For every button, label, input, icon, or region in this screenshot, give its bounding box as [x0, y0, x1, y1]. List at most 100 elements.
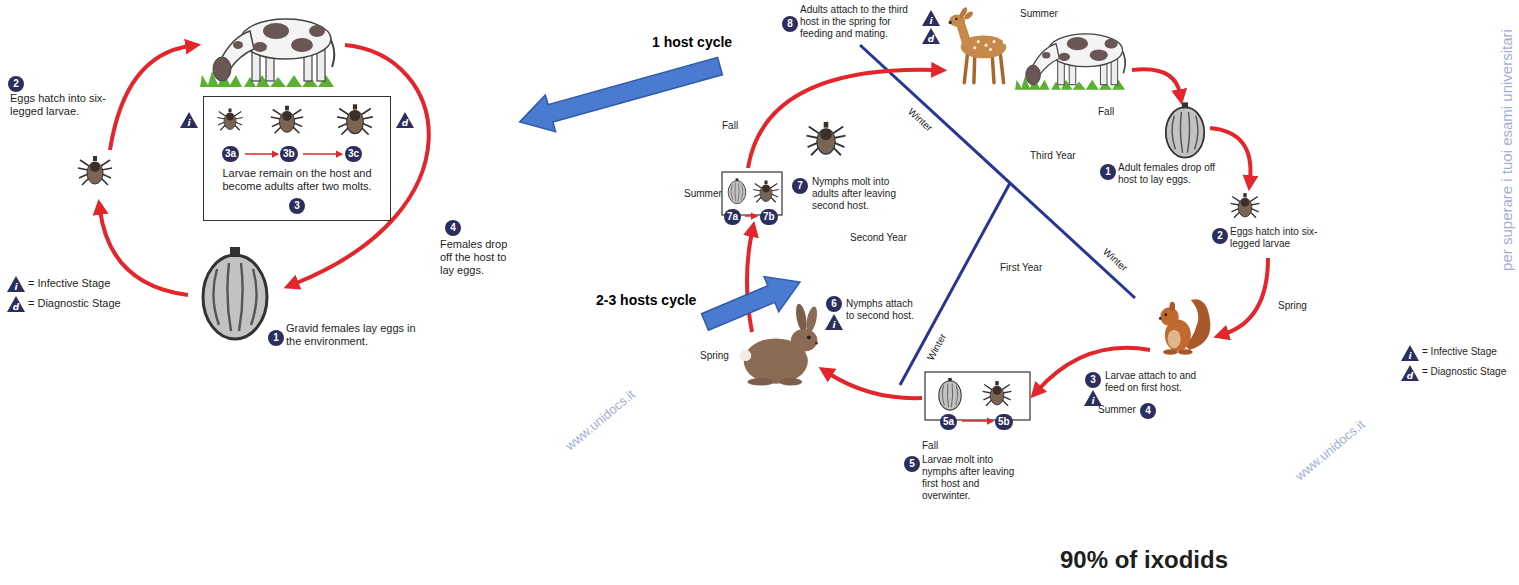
cycle-arrows [100, 45, 1268, 398]
stage-note: Gravid females lay eggs in the environme… [286, 322, 421, 348]
molt-arrow [962, 420, 989, 422]
stage-marker: d [922, 28, 940, 44]
cycle-arrow [748, 70, 936, 168]
callout-number: 5a [940, 414, 957, 430]
stage-marker: i [1084, 390, 1102, 406]
engorged-larva-drawing [939, 378, 961, 410]
tick-drawings [78, 102, 1259, 410]
box-text: Larvae remain on the host and become adu… [212, 167, 382, 193]
stage-note: Nymphs attach to second host. [846, 298, 920, 322]
callout-number: 6 [826, 296, 842, 312]
stage-note: Eggs hatch into six-legged larvae [1230, 226, 1322, 250]
stage-marker: d [1401, 365, 1419, 381]
adult-drawing [337, 104, 373, 134]
stage-note: Eggs hatch into six-legged larvae. [10, 92, 120, 118]
stage-note: Adult females drop off host to lay eggs. [1118, 162, 1226, 186]
season-label: Second Year [850, 232, 907, 244]
cow-drawing [200, 19, 334, 87]
callout-number: 7b [760, 209, 778, 225]
stage-marker: i [922, 10, 940, 26]
stage-marker: d [7, 296, 25, 312]
season-label: Summer [1020, 8, 1058, 20]
callout-number: 4 [1140, 403, 1156, 419]
season-label: Spring [700, 350, 729, 362]
molt-arrow [303, 153, 338, 155]
year-line [900, 183, 1010, 385]
squirrel-drawing [1159, 299, 1211, 354]
pointer-arrow [698, 265, 808, 340]
callout-number: 7 [792, 178, 808, 194]
callout-number: 3a [222, 146, 239, 162]
callout-number: 4 [445, 220, 461, 236]
cycle-arrow [100, 210, 188, 295]
callout-number: 2 [8, 76, 24, 92]
stage-marker: i [1401, 345, 1419, 361]
stage-marker: d [396, 112, 414, 128]
legend-text: = Infective Stage [1422, 346, 1497, 357]
season-label: Third Year [1030, 150, 1076, 162]
molt-arrow [245, 153, 274, 155]
deer-drawing [949, 6, 1010, 83]
legend-text: = Infective Stage [28, 277, 110, 289]
cow-drawing [1015, 34, 1125, 90]
callout-number: 1 [268, 330, 284, 346]
rabbit-drawing [740, 303, 819, 386]
cycle-arrow [1224, 258, 1268, 334]
gravid-female-drawing [203, 247, 267, 339]
cycle-arrow [1210, 128, 1251, 180]
molt-arrow [745, 215, 753, 217]
cycle-arrow [294, 45, 429, 284]
cycle-label: 2-3 hosts cycle [596, 292, 696, 308]
note-label: 90% of ixodids [1060, 546, 1228, 574]
season-label: Fall [1098, 106, 1114, 118]
year-lines [860, 45, 1135, 385]
cycle-arrow [110, 46, 190, 150]
nymph-drawing [271, 106, 303, 134]
callout-number: 8 [782, 16, 798, 32]
stage-marker: i [825, 314, 843, 330]
stage-note: Females drop off the host to lay eggs. [440, 238, 522, 277]
stage-note: Larvae attach to and feed on first host. [1105, 370, 1217, 394]
watermark: www.unidocs.it [1292, 417, 1368, 484]
pointer-arrow [515, 48, 726, 141]
year-line [860, 45, 1135, 298]
cycle-label: 1 host cycle [652, 34, 732, 50]
larva-drawing [1231, 193, 1260, 218]
callout-number: 1 [1100, 164, 1116, 180]
adult-drawing [806, 122, 845, 155]
legend-text: = Diagnostic Stage [1422, 366, 1506, 377]
callout-number: 7a [724, 209, 741, 225]
cycle-arrow [747, 232, 752, 332]
stage-marker: i [180, 112, 198, 128]
callout-number: 5b [995, 414, 1013, 430]
season-label: Fall [922, 440, 938, 452]
stage-note: Adults attach to the third host in the s… [800, 4, 920, 40]
stage-box [925, 372, 1030, 420]
hosts [200, 6, 1210, 385]
cycle-arrow [1132, 69, 1180, 94]
callout-number: 3b [280, 146, 298, 162]
season-label: First Year [1000, 262, 1042, 274]
watermark: www.unidocs.it [562, 387, 638, 454]
pointer-arrows [515, 48, 808, 340]
callout-number: 2 [1212, 228, 1228, 244]
nymph-drawing [983, 381, 1012, 406]
watermark: per superare i tuoi esami universitari [1498, 29, 1515, 271]
season-label: Fall [722, 120, 738, 132]
legend-text: = Diagnostic Stage [28, 297, 121, 309]
season-label: Spring [1278, 300, 1307, 312]
season-label: Winter [925, 331, 949, 362]
engorged-nymph-drawing [728, 178, 746, 203]
adult-drawing [753, 181, 779, 203]
female-drawing [1166, 102, 1204, 157]
stage-note: Larvae molt into nymphs after leaving fi… [922, 454, 1024, 502]
stage-marker: i [7, 276, 25, 292]
cycle-arrow [828, 373, 922, 398]
season-label: Summer [684, 188, 722, 200]
stage-note: Nymphs molt into adults after leaving se… [812, 176, 908, 212]
larva-drawing [78, 156, 112, 185]
callout-number: 3 [1085, 372, 1101, 388]
